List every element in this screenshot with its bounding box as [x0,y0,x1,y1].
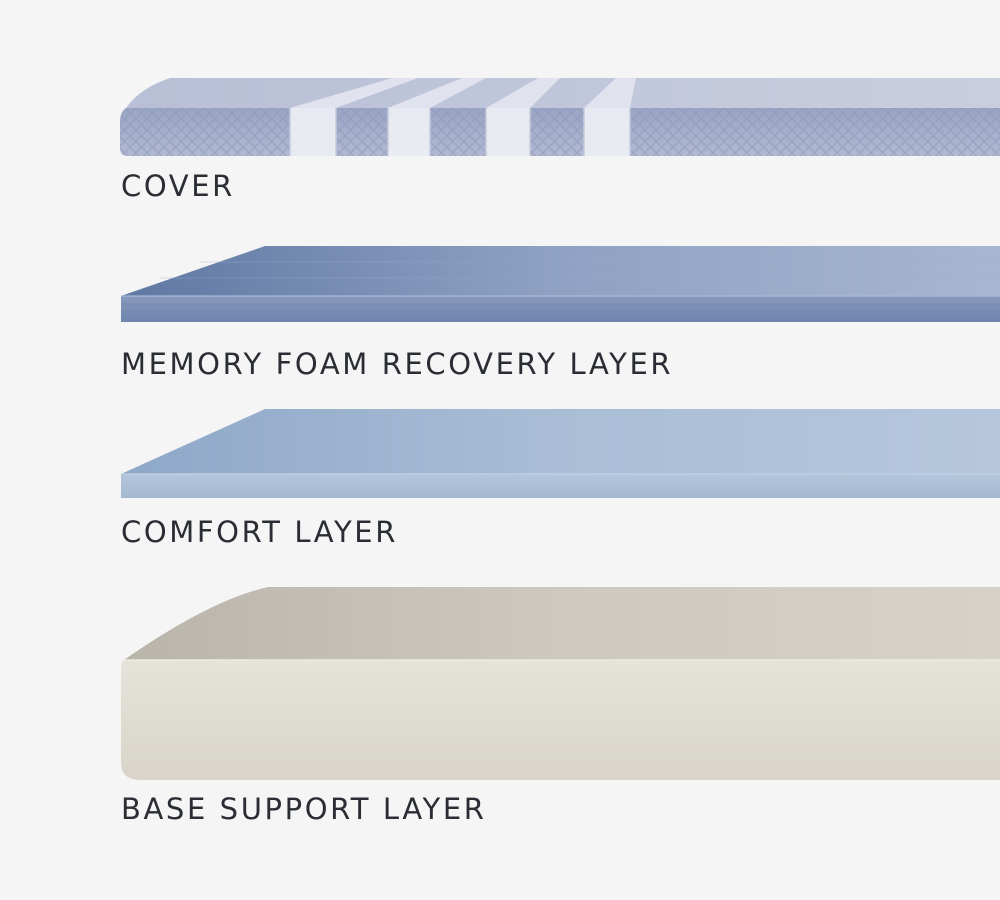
memory-foam-layer-illustration [0,0,1000,330]
comfort-layer-illustration [121,409,1000,498]
memory-foam-recovery-layer-label: MEMORY FOAM RECOVERY LAYER [121,347,674,381]
comfort-layer-label: COMFORT LAYER [121,515,398,549]
cover-label: COVER [121,169,235,203]
base-support-layer-illustration [121,587,1000,780]
base-support-layer-label: BASE SUPPORT LAYER [121,792,487,826]
cover-layer-illustration [0,0,1000,170]
